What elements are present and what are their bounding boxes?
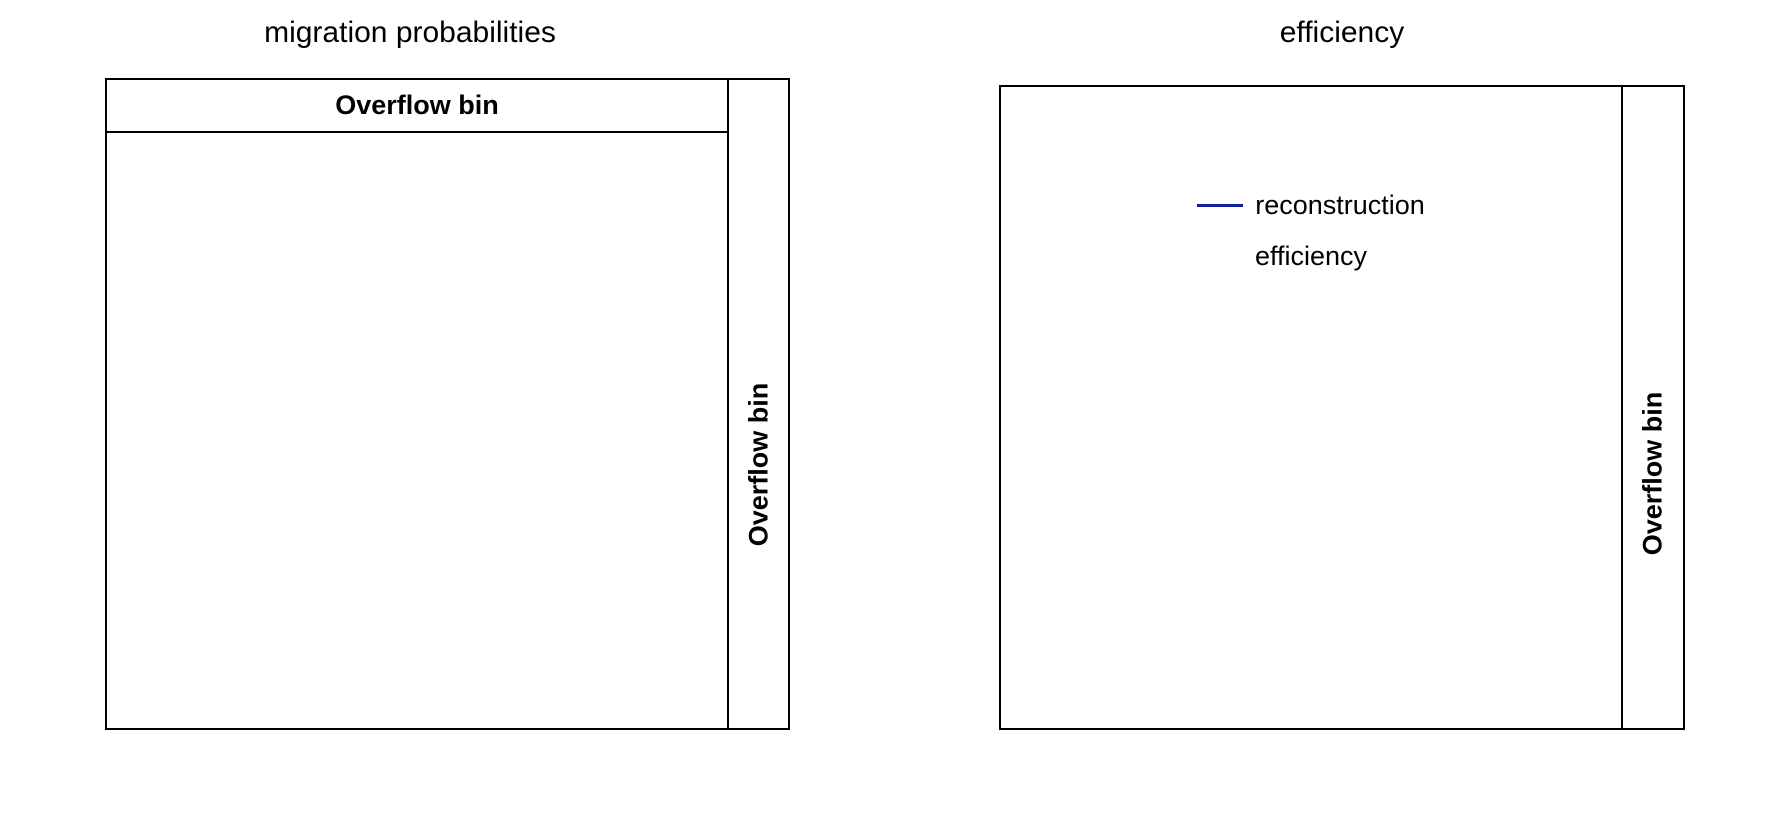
plot-area-migration-probabilities: Overflow bin: [107, 80, 729, 728]
legend-label-line2: efficiency: [1254, 241, 1368, 271]
legend-line-swatch-icon: [1197, 204, 1244, 207]
legend-entry-reconstruction-efficiency: reconstruction: [1031, 192, 1591, 219]
overflow-bin-header-strip: Overflow bin: [107, 80, 727, 133]
legend-efficiency: reconstruction efficiency: [1031, 192, 1591, 270]
overflow-bin-vertical-label-left: Overflow bin: [743, 382, 773, 546]
overflow-bin-vertical-label-right: Overflow bin: [1637, 391, 1668, 556]
panel-title-efficiency: efficiency: [1279, 16, 1405, 49]
overflow-bin-column-left: Overflow bin: [729, 80, 788, 728]
plot-area-efficiency: reconstruction efficiency: [1001, 87, 1623, 728]
legend-label-line1: reconstruction: [1255, 190, 1425, 220]
overflow-bin-header-label: Overflow bin: [335, 90, 499, 120]
panel-migration-probabilities: Overflow bin Overflow bin: [105, 78, 790, 730]
panel-title-migration-probabilities: migration probabilities: [264, 16, 556, 49]
overflow-bin-column-right: Overflow bin: [1623, 87, 1683, 728]
panel-efficiency: reconstruction efficiency Overflow bin: [999, 85, 1685, 730]
